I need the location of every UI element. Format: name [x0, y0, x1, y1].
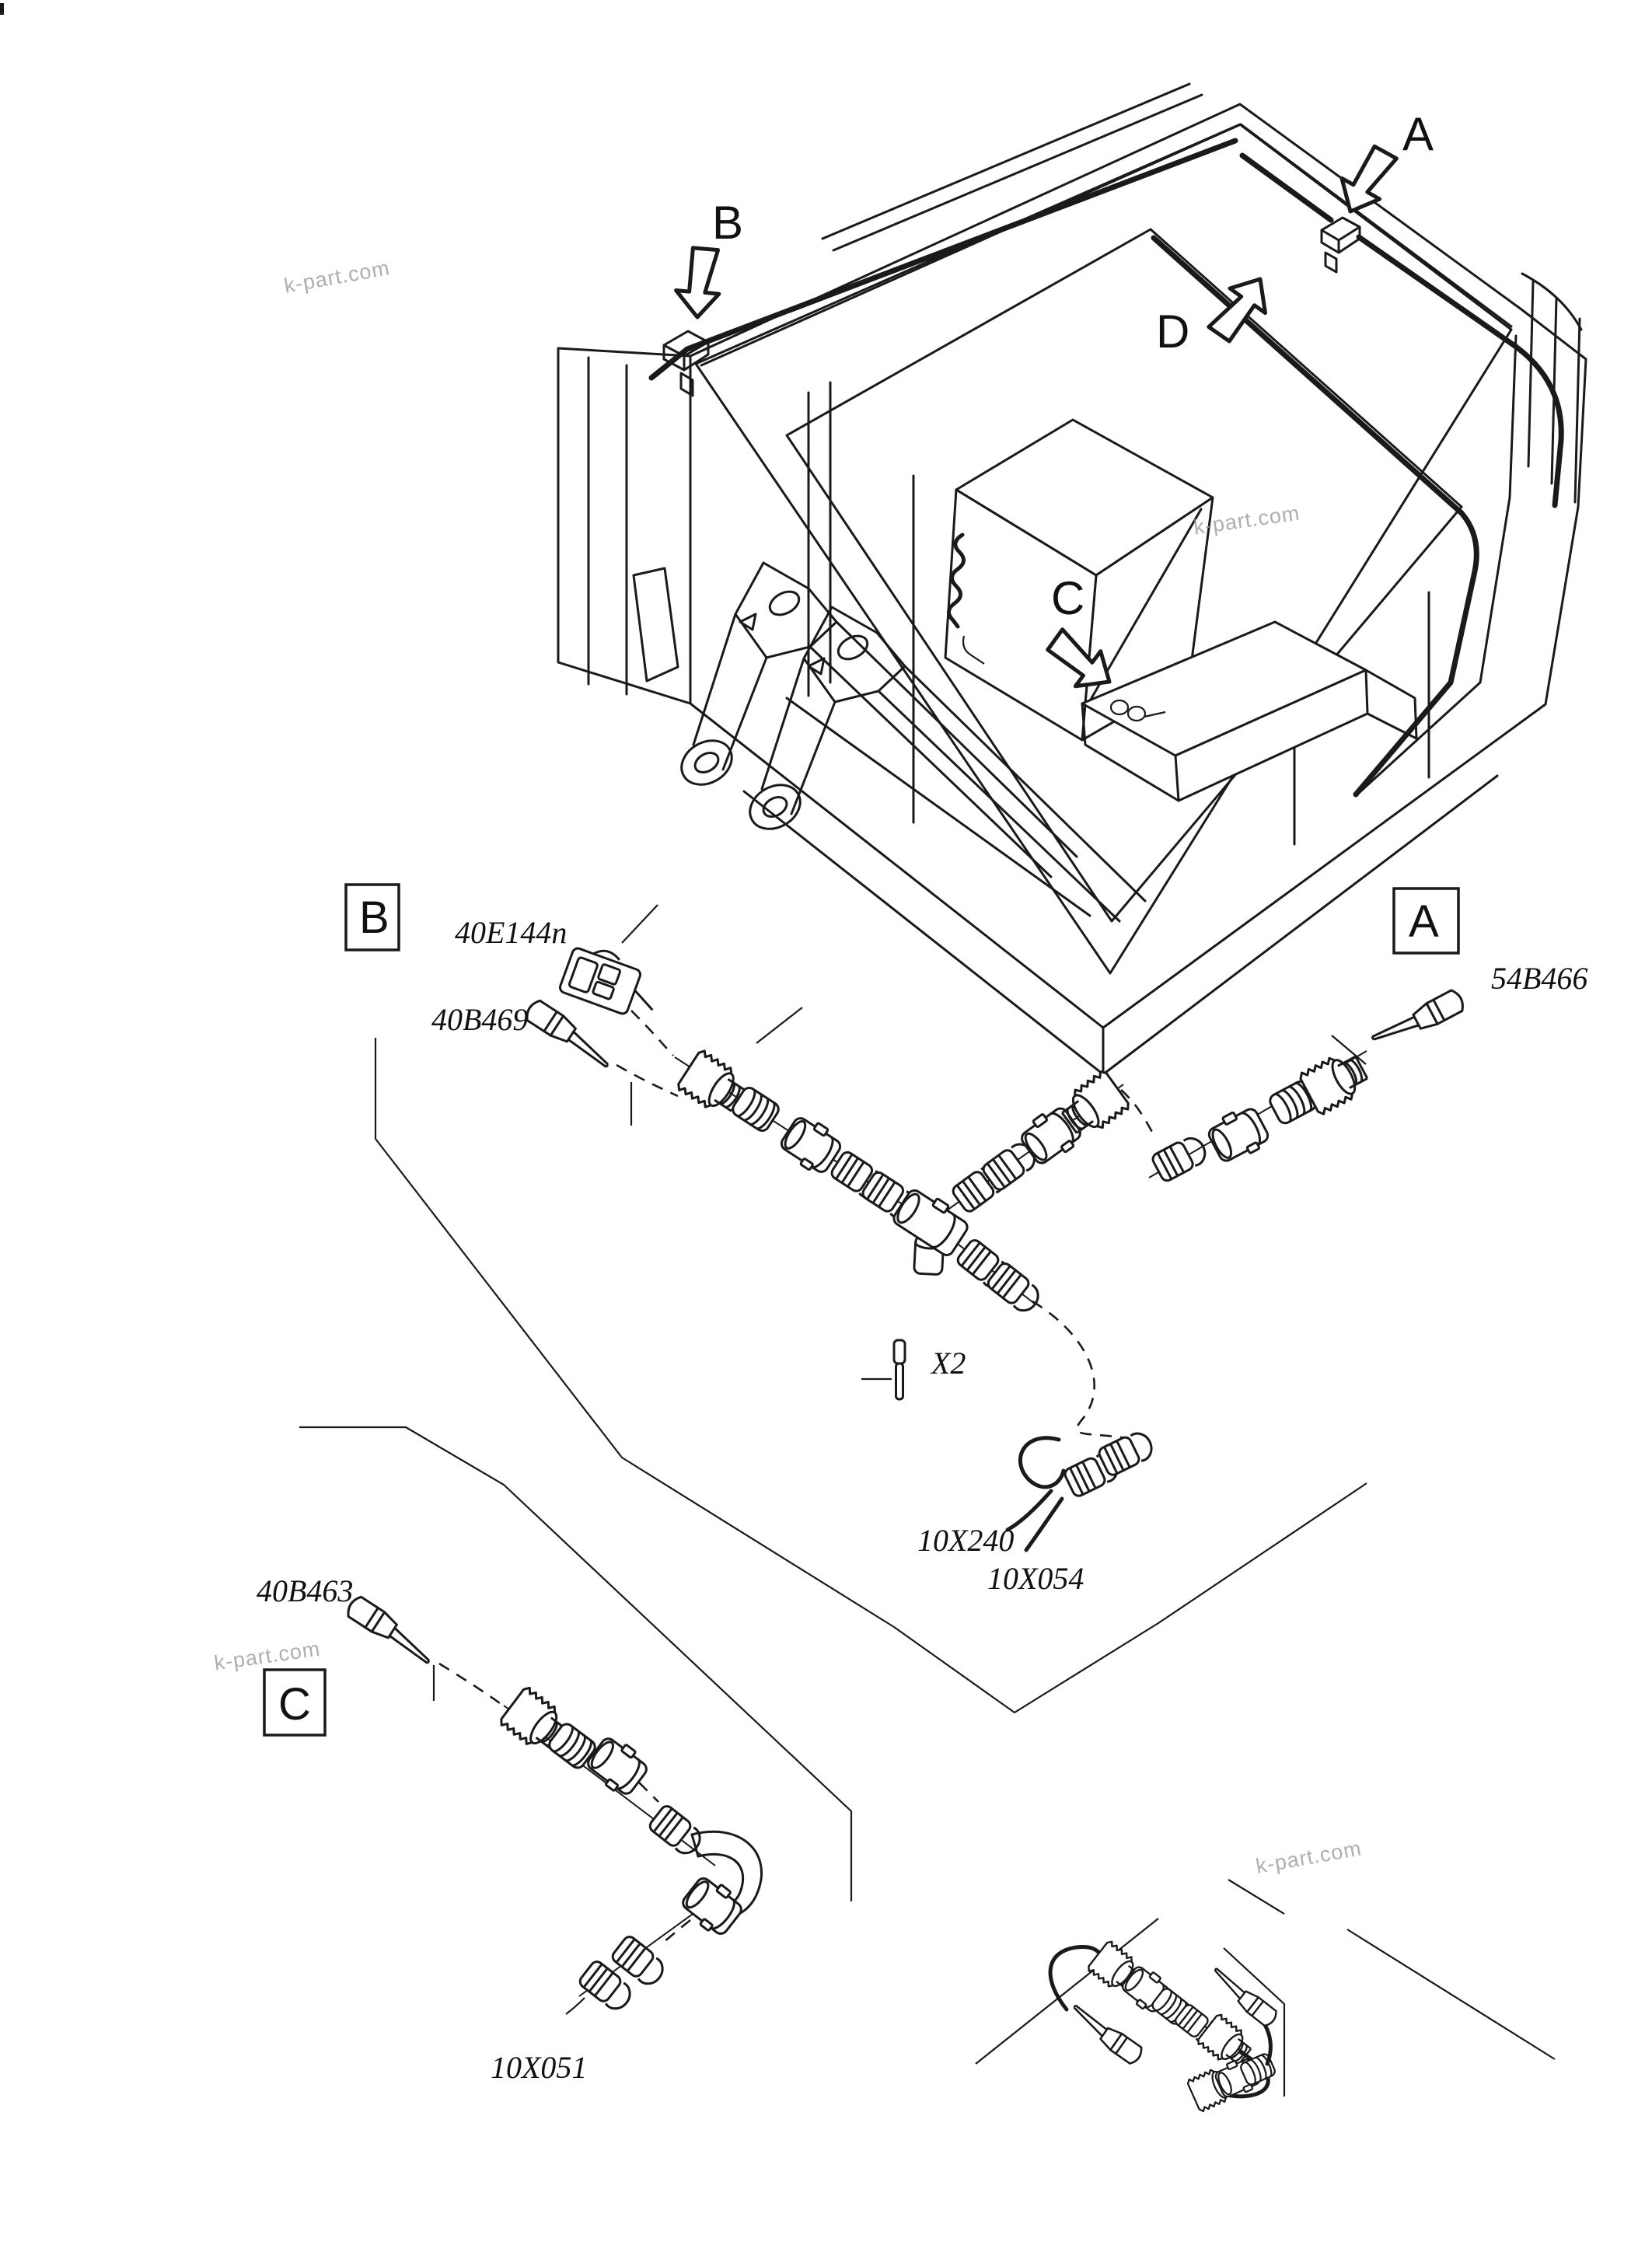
harness-b-a: 40E144n 40B469 54B466 X2 10X240 10X054 [431, 904, 1587, 1596]
callout-arrow-b-icon [672, 243, 728, 320]
machine-callout-a: A [1402, 108, 1434, 160]
watermark: k-part.com [282, 256, 392, 297]
label-10X240: 10X240 [917, 1523, 1014, 1558]
section-box-c [263, 1668, 327, 1737]
coiled-cable [947, 532, 966, 629]
bullet-terminal-40B463 [343, 1593, 439, 1668]
corrugated-sleeve [984, 1259, 1046, 1318]
section-letter-b: B [359, 892, 389, 943]
label-10X051: 10X051 [491, 2050, 587, 2085]
callout-arrow-a-icon [1329, 139, 1404, 221]
label-40B463: 40B463 [257, 1573, 353, 1608]
coupler-body [676, 1870, 749, 1941]
harness-d [1048, 1939, 1280, 2114]
section-letter-a: A [1409, 896, 1439, 947]
x2-sleeve-cluster [1005, 1426, 1158, 1552]
ferrule-pin-10X240 [892, 1339, 906, 1401]
machine-isometric-view: A B C D [557, 82, 1587, 1076]
watermark: k-part.com [1254, 1836, 1364, 1877]
plug-connector-40E144n [557, 938, 668, 1025]
label-X2: X2 [930, 1346, 966, 1381]
page-edge-artifact [0, 3, 4, 15]
corrugated-sleeve [1149, 1131, 1211, 1184]
section-divider-lines [299, 1038, 1556, 2097]
connector-target-b [662, 330, 710, 397]
section-box-b [344, 883, 400, 951]
section-letter-c: C [278, 1679, 311, 1730]
connector-target-c [1109, 699, 1166, 722]
machine-callout-b: B [712, 197, 743, 249]
bullet-terminal-40B469 [522, 997, 618, 1072]
label-40E144n: 40E144n [455, 915, 567, 950]
loader-arm-brackets [632, 561, 1147, 923]
label-40B469: 40B469 [431, 1002, 528, 1037]
roof-cables [648, 138, 1564, 798]
machine-callout-d: D [1156, 306, 1189, 358]
harness-c: 40B463 10X051 [257, 1573, 763, 2085]
section-markers: B A C [263, 883, 1460, 1737]
bullet-boot [1064, 2001, 1146, 2067]
machine-callout-c: C [1051, 572, 1084, 624]
connector-target-a [1320, 216, 1361, 274]
bullet-terminal-54B466 [1369, 986, 1468, 1056]
section-box-a [1392, 887, 1460, 955]
label-54B466: 54B466 [1491, 961, 1587, 996]
console [944, 418, 1418, 802]
label-10X054: 10X054 [987, 1561, 1084, 1596]
